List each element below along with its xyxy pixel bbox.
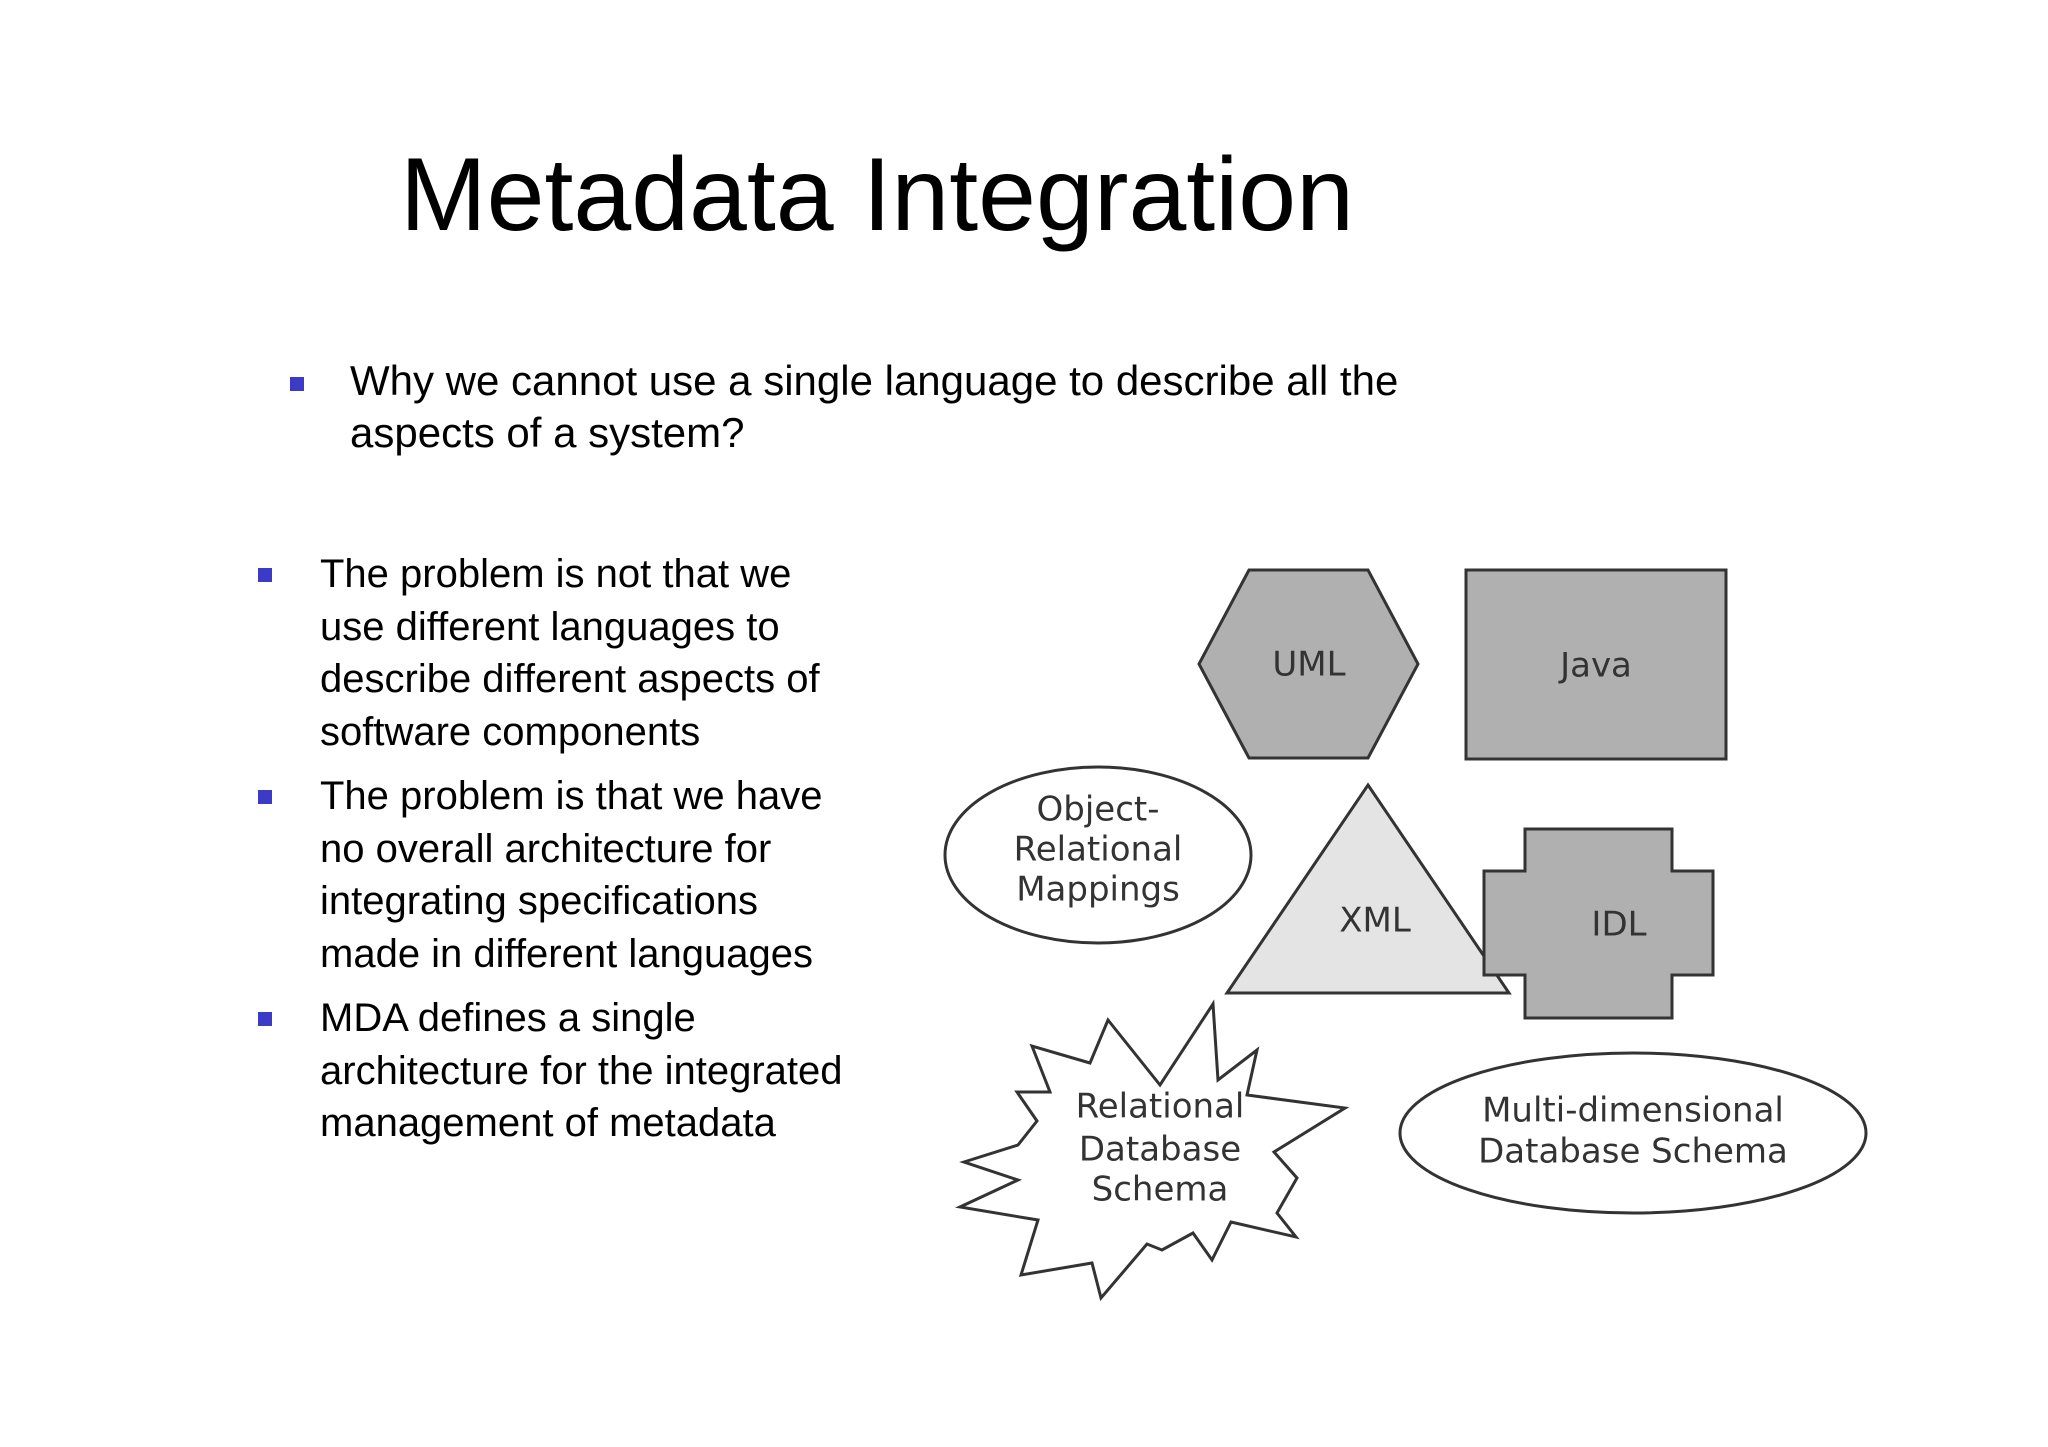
bullet-square-icon — [258, 568, 272, 582]
bullet-line: no overall architecture for — [320, 826, 772, 871]
uml-label: UML — [1272, 645, 1345, 685]
slide-title: Metadata Integration — [400, 137, 1354, 253]
rdb-label-line-3: Schema — [1092, 1170, 1229, 1210]
bullet-item: MDA defines a single architecture for th… — [258, 992, 940, 1150]
mdb-label-line-1: Multi-dimensional — [1482, 1091, 1784, 1131]
mdb-ellipse-shape — [1398, 1051, 1868, 1215]
bullet-line: MDA defines a single — [320, 996, 696, 1040]
bullet-line: The problem is not that we — [320, 552, 792, 596]
mdb-label-line-2: Database Schema — [1478, 1132, 1788, 1172]
metadata-languages-diagram: UML Java Object- Relational Mappings XML… — [943, 568, 1868, 1302]
rdb-starburst-shape — [954, 999, 1350, 1302]
bullet-item: The problem is not that we use different… — [258, 548, 940, 758]
rdb-label-line-1: Relational — [1076, 1087, 1245, 1127]
orm-ellipse-shape — [943, 765, 1253, 945]
bullet-line: The problem is that we have — [320, 774, 823, 818]
orm-label-line-2: Relational — [1014, 830, 1183, 870]
xml-triangle-shape — [1224, 782, 1512, 995]
idl-cross-shape — [1482, 827, 1715, 1020]
java-rectangle-shape — [1464, 568, 1728, 761]
bullet-line: made in different languages — [320, 931, 813, 976]
orm-label-line-3: Mappings — [1016, 870, 1180, 910]
uml-hexagon-shape — [1197, 568, 1420, 760]
bullet-line: architecture for the integrated — [320, 1048, 843, 1093]
bullet-list: The problem is not that we use different… — [258, 548, 940, 1162]
intro-bullet: Why we cannot use a single language to d… — [290, 355, 1650, 459]
intro-line-2: aspects of a system? — [350, 409, 745, 456]
bullet-line: integrating specifications — [320, 879, 759, 923]
bullet-square-icon — [258, 790, 272, 804]
bullet-square-icon — [258, 1012, 272, 1026]
orm-label-line-1: Object- — [1036, 790, 1159, 830]
bullet-item: The problem is that we have no overall a… — [258, 770, 940, 980]
intro-line-1: Why we cannot use a single language to d… — [350, 357, 1399, 404]
java-label: Java — [1558, 646, 1632, 686]
idl-label: IDL — [1591, 905, 1646, 945]
bullet-line: management of metadata — [320, 1101, 776, 1145]
bullet-line: use different languages to — [320, 604, 780, 649]
xml-label: XML — [1339, 901, 1411, 941]
bullet-square-icon — [290, 377, 304, 391]
bullet-line: describe different aspects of — [320, 657, 820, 701]
rdb-label-line-2: Database — [1079, 1130, 1241, 1170]
bullet-line: software components — [320, 709, 701, 754]
